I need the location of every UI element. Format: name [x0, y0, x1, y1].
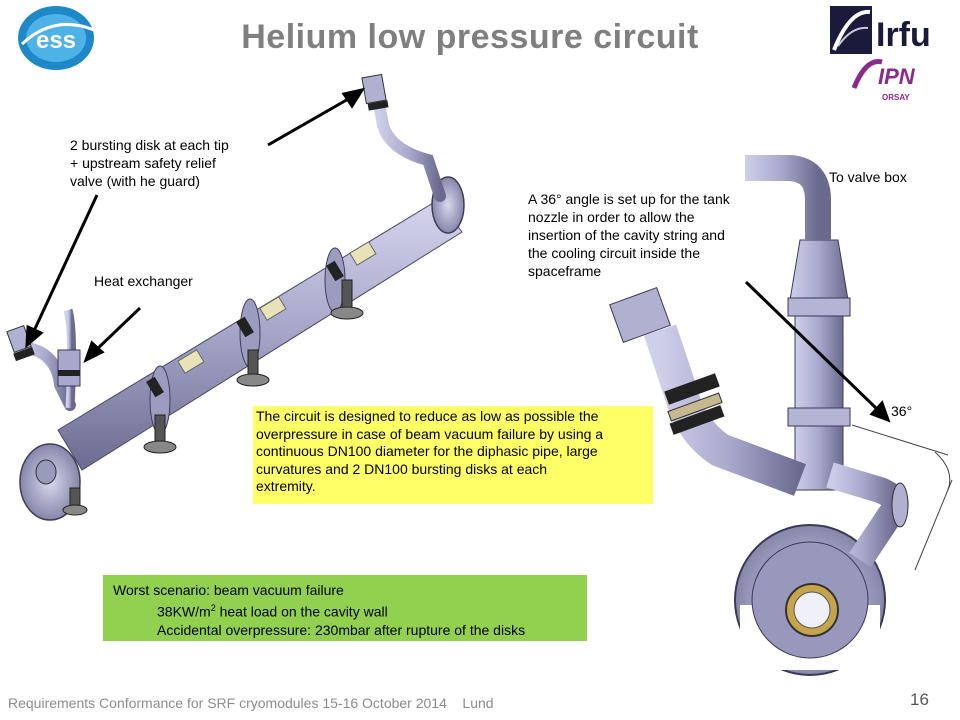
worst-scenario-box: Worst scenario: beam vacuum failure 38KW…	[103, 575, 587, 641]
heat-load-line: 38KW/m2 heat load on the cavity wall	[157, 603, 388, 620]
annotation-arrows	[25, 87, 891, 423]
page-number: 16	[910, 690, 929, 709]
angle-label: 36°	[891, 403, 913, 419]
bursting-disk-note: 2 bursting disk at each tip + upstream s…	[70, 137, 229, 189]
tank-section-right	[609, 155, 953, 676]
overpressure-line: Accidental overpressure: 230mbar after r…	[157, 621, 526, 638]
scenario-line: Worst scenario: beam vacuum failure	[113, 582, 344, 598]
tank-module-left	[6, 73, 465, 521]
slide-title: Helium low pressure circuit	[241, 18, 699, 56]
irfu-logo-text: Irfu	[876, 16, 931, 54]
ess-logo: ess	[18, 6, 95, 70]
ipn-logo-subtext: ORSAY	[882, 93, 910, 102]
angle-note: A 36° angle is set up for the tank nozzl…	[528, 191, 730, 279]
irfu-logo: Irfu	[830, 6, 931, 54]
to-valve-box-label: To valve box	[829, 169, 907, 185]
footer-text: Requirements Conformance for SRF cryomod…	[8, 695, 494, 711]
ess-logo-text: ess	[36, 27, 76, 54]
heat-exchanger-label: Heat exchanger	[94, 273, 193, 289]
circuit-description-box: The circuit is designed to reduce as low…	[253, 406, 653, 504]
ipn-logo-text: IPN	[878, 64, 916, 89]
ipn-logo: IPN ORSAY	[852, 59, 916, 102]
